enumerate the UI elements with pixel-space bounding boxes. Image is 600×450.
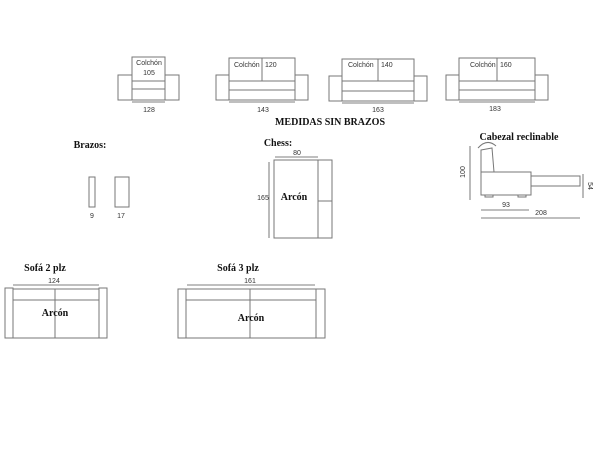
sofa-width: 163 xyxy=(372,107,384,114)
sofa-2-seater: Sofá 2 plz 124 Arcón xyxy=(4,263,108,339)
mattress-label: Colchón xyxy=(348,62,374,69)
chess-width: 80 xyxy=(293,150,301,157)
sofa-width: 143 xyxy=(257,107,269,114)
storage-label: Arcón xyxy=(238,313,265,324)
extended-depth: 208 xyxy=(535,210,547,217)
sofa2-width: 124 xyxy=(48,278,60,285)
sofa3-title: Sofá 3 plz xyxy=(217,263,259,274)
arm-width-wide: 17 xyxy=(117,213,125,220)
sofa-mattress-120: Colchón 120 143 xyxy=(215,57,309,114)
arm-width-narrow: 9 xyxy=(90,213,94,220)
chess-length: 165 xyxy=(257,195,269,202)
sofa-3-seater: Sofá 3 plz 161 Arcón xyxy=(177,263,326,339)
rotate-arrow-icon xyxy=(477,142,497,149)
seat-height: 54 xyxy=(586,182,593,190)
sofa-mattress-140: Colchón 140 163 xyxy=(328,58,428,114)
arm-wide xyxy=(114,176,130,208)
sofa2-title: Sofá 2 plz xyxy=(24,263,66,274)
sofa-width: 128 xyxy=(143,107,155,114)
arm-narrow xyxy=(88,176,96,208)
chess-title: Chess: xyxy=(264,138,292,149)
mattress-size: 140 xyxy=(381,62,393,69)
depth: 93 xyxy=(502,202,510,209)
mattress-size: 105 xyxy=(143,70,155,77)
chess-module: Chess: 80 165 Arcón xyxy=(257,138,333,239)
mattress-size: 160 xyxy=(500,62,512,69)
brazos-title: Brazos: xyxy=(74,140,107,151)
sofa-width: 183 xyxy=(489,106,501,113)
sofa3-width: 161 xyxy=(244,278,256,285)
mattress-label: Colchón xyxy=(470,62,496,69)
mattress-size: 120 xyxy=(265,62,277,69)
storage-label: Arcón xyxy=(281,192,308,203)
mattress-label: Colchón xyxy=(234,62,260,69)
caption-measurements-without-arms: MEDIDAS SIN BRAZOS xyxy=(275,117,385,128)
sofa-mattress-105: Colchón 105 128 xyxy=(117,56,180,114)
reclining-headrest-profile: Cabezal reclinable 100 54 93 208 xyxy=(460,132,593,219)
cabezal-title: Cabezal reclinable xyxy=(480,132,560,143)
sofa-mattress-160: Colchón 160 183 xyxy=(445,57,549,113)
mattress-label: Colchón xyxy=(136,60,162,67)
storage-label: Arcón xyxy=(42,308,69,319)
headrest-height: 100 xyxy=(460,166,467,178)
